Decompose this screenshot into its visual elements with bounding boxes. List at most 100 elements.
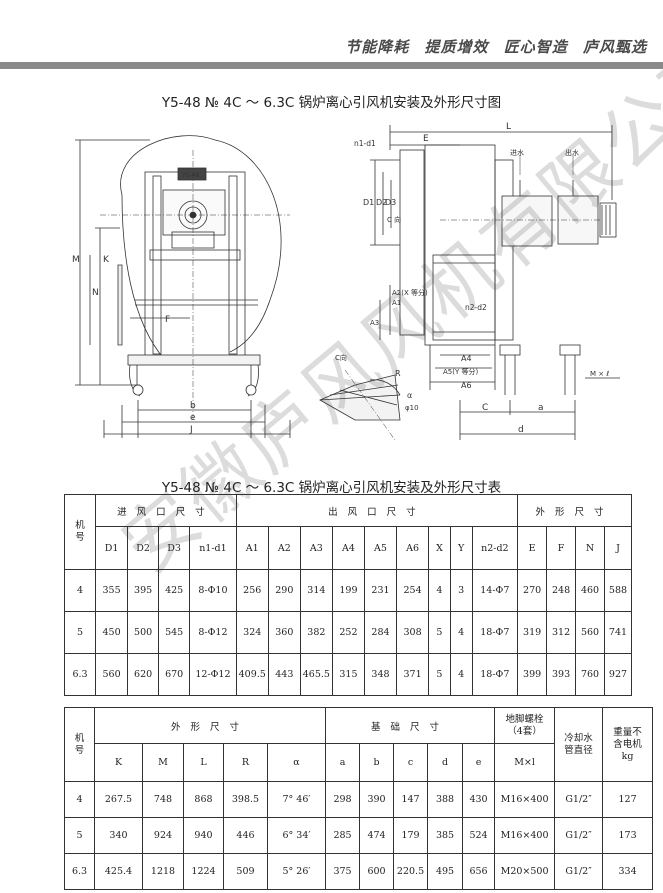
cell: 388	[427, 781, 464, 818]
inlet-outlet-dimension-table: 机号 进风口尺寸 出风口尺寸 外形尺寸 D1 D2 D3 n1-d1 A1 A2…	[63, 494, 633, 696]
cell: 425.4	[94, 853, 143, 890]
cell: 8-Φ10	[189, 569, 237, 612]
head-E: E	[517, 526, 548, 570]
cell: 620	[127, 653, 160, 696]
label-n1d1: n1-d1	[354, 139, 376, 148]
col-machine-no: 机号	[63, 494, 97, 570]
cell: 399	[517, 653, 548, 696]
head-F: F	[546, 526, 577, 570]
head-X: X	[428, 526, 451, 570]
head-R: R	[223, 743, 268, 782]
cell: 446	[223, 817, 268, 854]
cell: 4	[449, 611, 473, 654]
label-F: F	[165, 315, 170, 325]
group-outline-2: 外形尺寸	[93, 707, 327, 744]
head-alpha: α	[266, 743, 327, 782]
cell: 298	[325, 781, 361, 818]
head-L: L	[183, 743, 224, 782]
label-A3: A3	[370, 319, 379, 327]
head-A1: A1	[235, 526, 269, 570]
cell: 319	[517, 611, 548, 654]
head-Y: Y	[449, 526, 473, 570]
col-machine-no-2: 机号	[64, 707, 95, 782]
label-D2: D2	[376, 198, 387, 207]
cell: 252	[331, 611, 365, 654]
cell: 927	[603, 653, 633, 696]
label-d: d	[518, 425, 524, 435]
head-a: a	[325, 743, 361, 782]
head-A5: A5	[363, 526, 398, 570]
cell: 385	[427, 817, 464, 854]
cell: 450	[95, 611, 129, 654]
table-title: Y5-48 № 4C ～ 6.3C 锅炉离心引风机安装及外形尺寸表	[161, 480, 502, 496]
cell: 393	[546, 653, 577, 696]
label-K: K	[103, 255, 110, 265]
cell: 588	[603, 569, 633, 612]
cell: 315	[331, 653, 365, 696]
head-A3: A3	[299, 526, 333, 570]
nameplate	[177, 167, 207, 181]
cell: 220.5	[393, 853, 429, 890]
cell: 5	[428, 653, 451, 696]
label-water-out: 出水	[565, 148, 579, 157]
head-b: b	[359, 743, 395, 782]
label-D3: D3	[385, 198, 396, 207]
cell: 199	[331, 569, 365, 612]
cell: 425	[158, 569, 191, 612]
cell: 6.3	[63, 653, 97, 696]
cell: 940	[183, 817, 224, 854]
cell: 324	[235, 611, 269, 654]
cell: M16×400	[494, 781, 556, 818]
label-phi10: φ10	[405, 404, 419, 412]
nameplate-text: Y5-48	[181, 172, 199, 179]
label-M: M	[72, 255, 80, 265]
cell: 18-Φ7	[471, 653, 519, 696]
cell: 127	[602, 781, 654, 818]
cell: 308	[396, 611, 430, 654]
cell: 3	[449, 569, 473, 612]
cell: 4	[64, 781, 95, 818]
cell: 147	[393, 781, 429, 818]
cell: 290	[267, 569, 301, 612]
cell: 8-Φ12	[189, 611, 237, 654]
cell: 474	[359, 817, 395, 854]
cell: 560	[95, 653, 129, 696]
c-direction-detail: C向 R α φ10	[319, 353, 419, 441]
head-J: J	[603, 526, 633, 570]
head-n1-d1: n1-d1	[189, 526, 237, 570]
label-A4: A4	[461, 354, 472, 363]
cell: 231	[363, 569, 398, 612]
label-A6: A6	[461, 381, 472, 390]
cell: 924	[142, 817, 184, 854]
cell: 1218	[142, 853, 184, 890]
cell: 5	[63, 611, 97, 654]
cell: 334	[602, 853, 654, 890]
label-c-direction-2: C向	[335, 353, 347, 362]
cell: 500	[127, 611, 160, 654]
label-L: L	[506, 122, 511, 132]
slogan-1: 节能降耗	[345, 38, 410, 56]
cell: 395	[127, 569, 160, 612]
cell: 270	[517, 569, 548, 612]
cell: 4	[428, 569, 451, 612]
cell: M20×500	[494, 853, 556, 890]
cell: 12-Φ12	[189, 653, 237, 696]
cell: 545	[158, 611, 191, 654]
cell: 460	[575, 569, 605, 612]
cell: 375	[325, 853, 361, 890]
cell: 284	[363, 611, 398, 654]
cell: 748	[142, 781, 184, 818]
label-A1: A1	[392, 299, 401, 307]
cell: G1/2″	[554, 853, 604, 890]
fan-installation-drawing: Y5-48 M K N F b	[72, 122, 620, 441]
label-e: e	[190, 413, 196, 423]
cell: 256	[235, 569, 269, 612]
head-D1: D1	[95, 526, 129, 570]
cell: 741	[603, 611, 633, 654]
cell: 360	[267, 611, 301, 654]
cell: 7° 46′	[266, 781, 327, 818]
cell: 6° 34′	[266, 817, 327, 854]
label-alpha: α	[407, 391, 412, 400]
label-n2d2: n2-d2	[465, 303, 487, 312]
